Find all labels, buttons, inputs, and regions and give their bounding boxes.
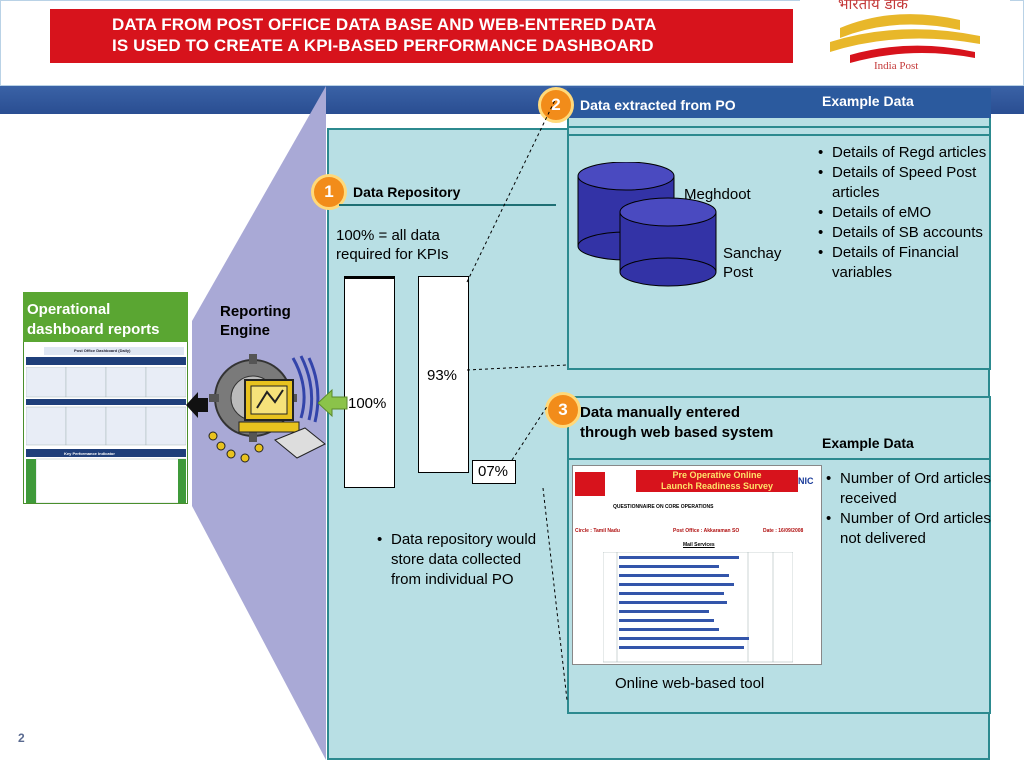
- database-icon: [577, 162, 717, 287]
- dashboard-title: Operational dashboard reports: [27, 300, 160, 340]
- bar-100-cap: [344, 276, 395, 279]
- section1-title: Data Repository: [353, 184, 461, 200]
- db-sanchay-label: Sanchay Post: [723, 245, 782, 281]
- survey-logo-icon: [575, 472, 605, 496]
- bar-93-label: 93%: [427, 367, 458, 384]
- list-item: Data repository would store data collect…: [377, 530, 541, 590]
- engine-line-1: Reporting: [220, 303, 291, 320]
- list-item: Number of Ord articles not delivered: [826, 509, 1000, 549]
- list-item: Details of SB accounts: [818, 223, 997, 243]
- computer-gear-icon: [208, 354, 326, 463]
- survey-date: Date : 16/09/2008: [763, 528, 804, 534]
- section2-divider-2: [567, 134, 991, 136]
- list-item: Details of Speed Post articles: [818, 163, 997, 203]
- engine-line-2: Engine: [220, 322, 271, 339]
- section2-title: Data extracted from PO: [580, 97, 736, 113]
- dashboard-title-line-1: Operational: [27, 301, 111, 318]
- survey-office: Post Office : Akkaraman SO: [673, 528, 740, 534]
- subtitle-line-1: 100% = all data: [336, 227, 440, 244]
- bar-100-label: 100%: [348, 395, 387, 412]
- survey-title-line-2: Launch Readiness Survey: [660, 481, 774, 491]
- survey-banner: Pre Operative Online Launch Readiness Su…: [636, 470, 798, 492]
- reporting-engine-label: Reporting Engine: [220, 302, 291, 340]
- survey-heading: QUESTIONNAIRE ON CORE OPERATIONS: [613, 504, 714, 510]
- section1-subtitle: 100% = all data required for KPIs: [336, 226, 449, 264]
- section1-note: Data repository would store data collect…: [375, 530, 541, 590]
- section2-list: Details of Regd articles Details of Spee…: [816, 143, 997, 283]
- logo-hindi-text: भारतीय डाक: [838, 0, 908, 13]
- tool-caption: Online web-based tool: [615, 675, 765, 692]
- section2-header-bar: [567, 88, 991, 118]
- bar-07: [472, 460, 516, 484]
- online-tool-screenshot: NIC QUESTIONNAIRE ON CORE OPERATIONS Cir…: [572, 465, 822, 665]
- page-number: 2: [18, 731, 25, 745]
- list-item: Details of eMO: [818, 203, 997, 223]
- green-arrow-icon: [318, 388, 348, 418]
- india-post-logo: [800, 0, 1010, 78]
- dash-heading: Post Office Dashboard (Daily): [74, 348, 131, 353]
- section3-divider: [567, 458, 991, 460]
- dashboard-title-bar: [23, 292, 188, 342]
- list-item: Number of Ord articles received: [826, 469, 1000, 509]
- survey-title-line-1: Pre Operative Online: [672, 470, 762, 480]
- list-item: Details of Financial variables: [818, 243, 997, 283]
- badge-3: 3: [545, 392, 581, 428]
- dash-heading-bar: [44, 347, 184, 355]
- logo-emblem-icon: [830, 14, 980, 63]
- dash-kpi-heading: Key Performance Indicator: [64, 451, 115, 456]
- subtitle-line-2: required for KPIs: [336, 246, 449, 263]
- slide-title: DATA FROM POST OFFICE DATA BASE AND WEB-…: [112, 14, 656, 56]
- survey-table: [603, 552, 793, 663]
- dash-header-row: [26, 357, 186, 365]
- bar-07-label: 07%: [478, 463, 509, 480]
- section1-underline: [339, 204, 556, 206]
- sanchay-cylinder: [619, 197, 717, 287]
- section3-example-label: Example Data: [822, 435, 914, 451]
- title-banner: [50, 9, 793, 63]
- dash-table: [26, 367, 186, 503]
- list-item: Details of Regd articles: [818, 143, 997, 163]
- title-line-2: IS USED TO CREATE A KPI-BASED PERFORMANC…: [112, 36, 654, 55]
- section3-title: Data manually entered through web based …: [580, 404, 774, 441]
- survey-section: Mail Services: [683, 542, 715, 548]
- section2-example-label: Example Data: [822, 93, 914, 109]
- bar-93: [418, 276, 469, 474]
- section3-list: Number of Ord articles received Number o…: [824, 469, 1000, 549]
- logo-text: India Post: [874, 60, 919, 72]
- title-line-1: DATA FROM POST OFFICE DATA BASE AND WEB-…: [112, 15, 657, 34]
- dashboard-title-line-2: dashboard reports: [27, 321, 160, 338]
- survey-circle: Circle : Tamil Nadu: [575, 528, 620, 534]
- left-arrow-icon: [186, 392, 208, 418]
- section2-divider-1: [567, 126, 991, 128]
- survey-rows: [619, 556, 749, 649]
- db-meghdoot-label: Meghdoot: [684, 186, 751, 203]
- bar-100: [344, 276, 395, 488]
- survey-org: NIC: [798, 476, 814, 486]
- badge-2: 2: [538, 87, 574, 123]
